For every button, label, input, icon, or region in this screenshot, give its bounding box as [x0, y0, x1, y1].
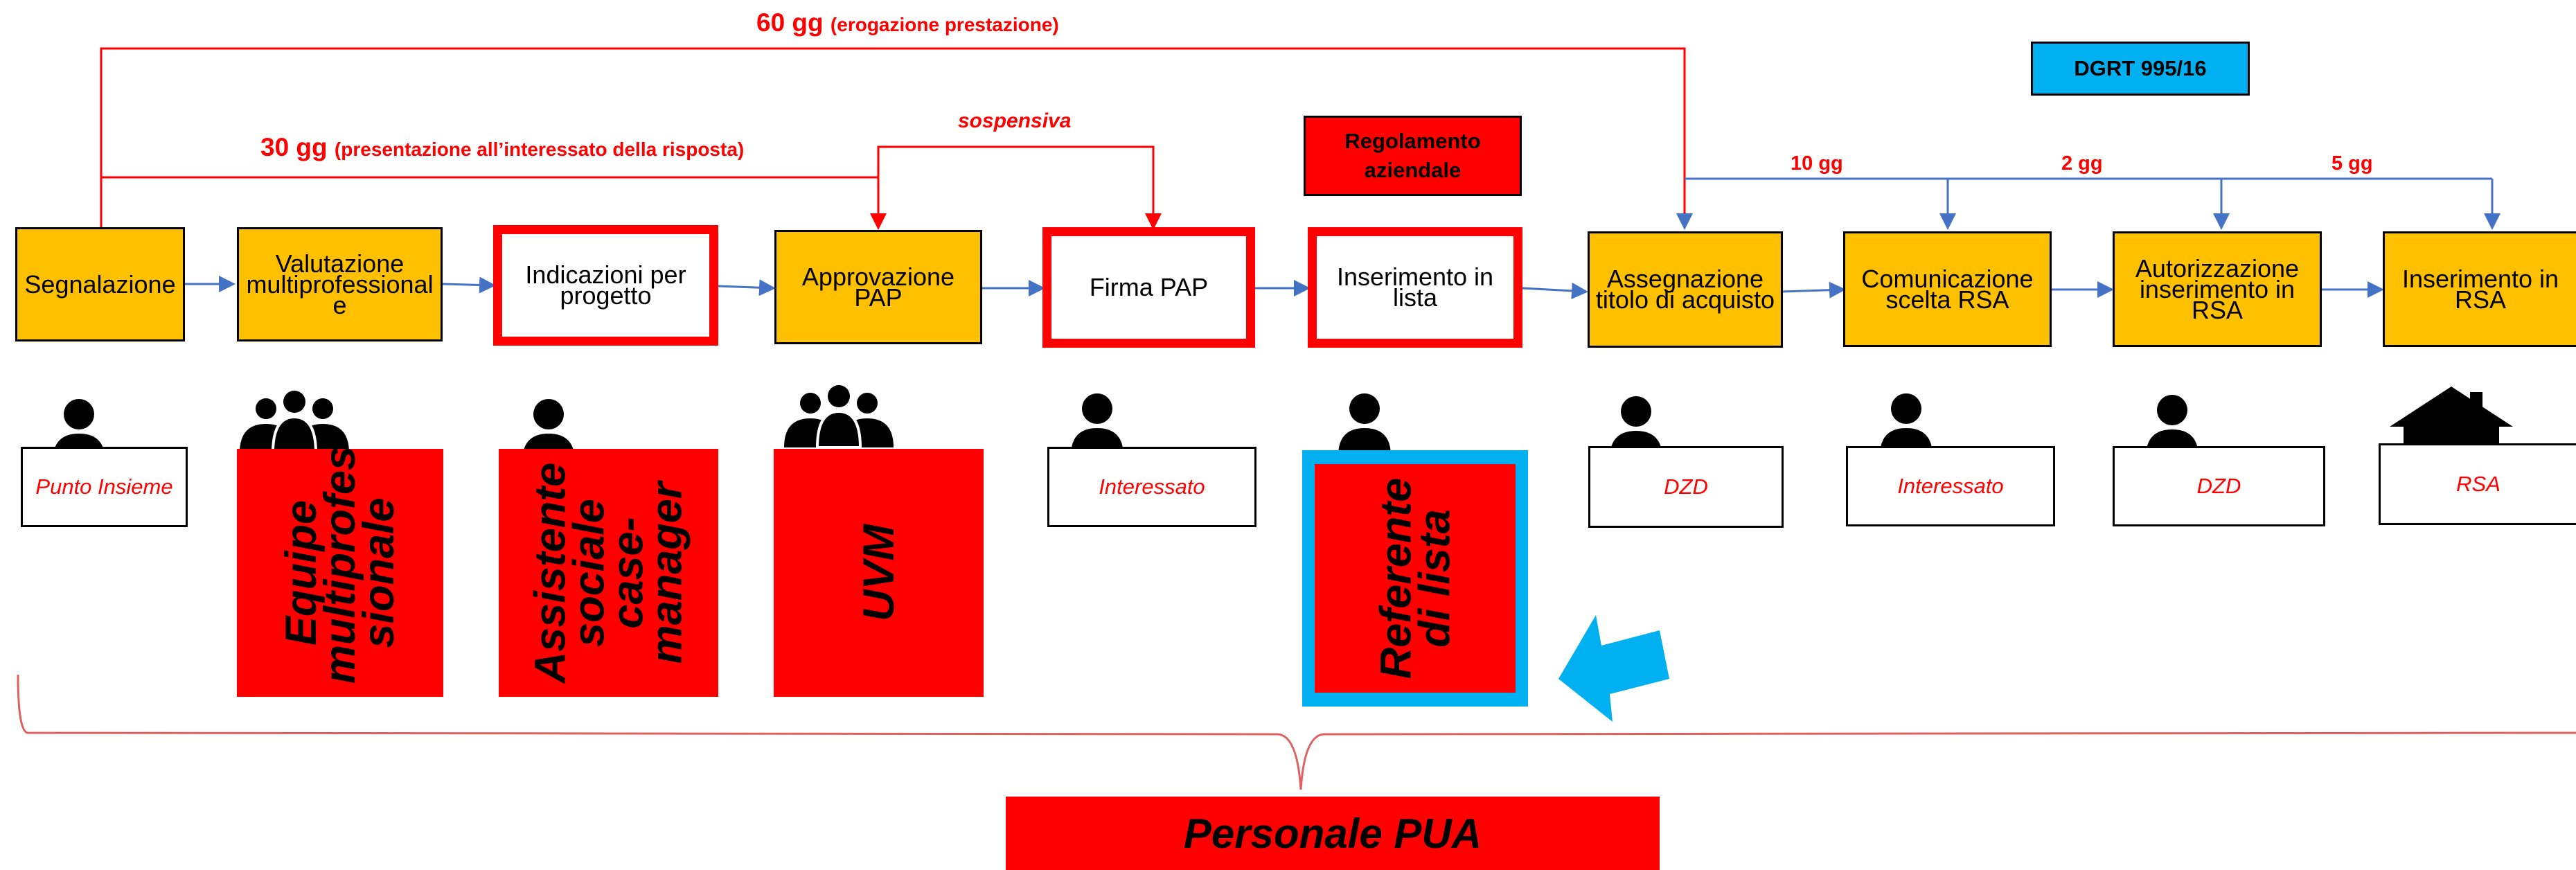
- role-assistente-label: Assistente sociale case-manager: [526, 462, 691, 684]
- actor-interessato-1: Interessato: [1047, 447, 1256, 527]
- step-comunicazione: Comunicazione scelta RSA: [1843, 231, 2052, 347]
- regolamento-badge: Regolamento aziendale: [1304, 116, 1522, 196]
- duration-5gg: 5 gg: [2331, 152, 2373, 175]
- role-assistente: Assistente sociale case-manager: [499, 449, 718, 697]
- bracket-sospensiva-left: [877, 145, 1162, 230]
- duration-10gg: 10 gg: [1791, 152, 1843, 175]
- step-autorizzazione: Autorizzazione inserimento in RSA: [2113, 231, 2322, 347]
- role-referente-frame: Referente di lista: [1302, 450, 1528, 707]
- bracket-30gg: [101, 176, 887, 230]
- group-icon: [784, 385, 894, 447]
- actor-interessato-2: Interessato: [1846, 446, 2055, 526]
- step-indicazioni: Indicazioni per progetto: [493, 225, 718, 346]
- step-segnalazione: Segnalazione: [15, 227, 185, 341]
- role-uvm-label: UVM: [854, 524, 903, 621]
- timing-30gg-detail: (presentazione all’interessato della ris…: [334, 139, 745, 160]
- group-icon: [240, 391, 349, 453]
- sospensiva-label: sospensiva: [958, 109, 1072, 132]
- role-referente-label: Referente di lista: [1371, 477, 1459, 680]
- actor-dzd-2: DZD: [2113, 446, 2325, 526]
- role-uvm: UVM: [774, 449, 984, 697]
- step-inserimento-rsa: Inserimento in RSA: [2383, 231, 2576, 347]
- step-inserimento-lista: Inserimento in lista: [1308, 227, 1522, 348]
- dgrt-badge: DGRT 995/16: [2031, 42, 2250, 96]
- timing-30gg: 30 gg (presentazione all’interessato del…: [260, 133, 744, 162]
- role-referente: Referente di lista: [1315, 464, 1516, 693]
- actor-dzd-1: DZD: [1588, 446, 1784, 528]
- step-assegnazione: Assegnazione titolo di acquisto: [1588, 231, 1783, 348]
- step-approvazione: Approvazione PAP: [774, 230, 982, 344]
- step-valutazione: Valutazione multiprofessional e: [237, 227, 443, 341]
- actor-rsa: RSA: [2379, 443, 2576, 525]
- timing-60gg: 60 gg (erogazione prestazione): [756, 8, 1059, 37]
- actor-punto-insieme: Punto Insieme: [21, 447, 188, 527]
- personale-pua-banner: Personale PUA: [1006, 797, 1660, 870]
- role-equipe-label: Equipe multiprofes sionale: [277, 445, 403, 684]
- bracket-60gg: [100, 47, 1693, 230]
- step-firma: Firma PAP: [1042, 227, 1255, 348]
- duration-2gg: 2 gg: [2061, 152, 2103, 175]
- timing-60gg-value: 60 gg: [756, 8, 824, 37]
- curly-brace: [17, 674, 2576, 790]
- timing-30gg-value: 30 gg: [260, 133, 328, 161]
- person-icon: [1338, 393, 1391, 456]
- role-equipe: Equipe multiprofes sionale: [237, 445, 443, 697]
- house-icon: [2390, 387, 2513, 449]
- timing-60gg-detail: (erogazione prestazione): [830, 14, 1059, 35]
- pointer-arrow-icon: [1558, 615, 1669, 722]
